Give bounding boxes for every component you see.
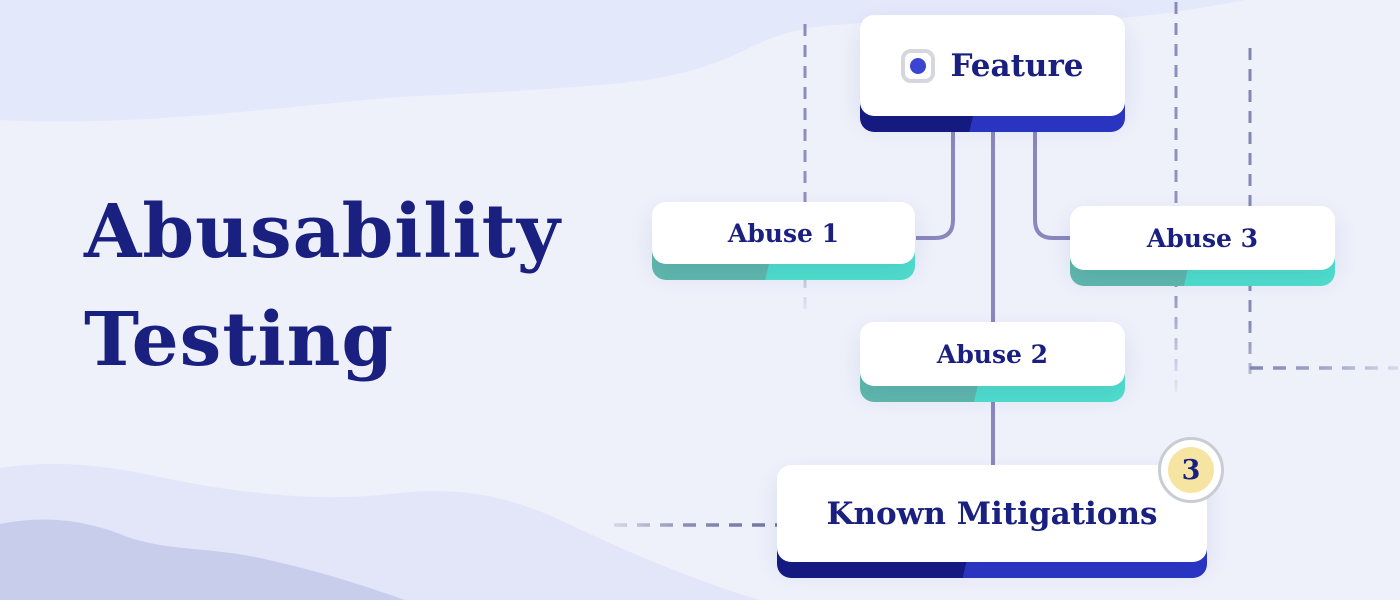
abuse-1-label: Abuse 1: [727, 218, 840, 248]
target-dot-icon: [901, 48, 936, 83]
abuse-3-card-face: Abuse 3: [1070, 206, 1335, 270]
abuse-3-label: Abuse 3: [1146, 223, 1259, 253]
abuse-2-label: Abuse 2: [936, 339, 1049, 369]
page-title-line1: Abusability: [84, 189, 561, 275]
page-title: Abusability Testing: [84, 178, 561, 394]
node-known-mitigations: Known Mitigations: [777, 465, 1207, 578]
background-waves: [0, 0, 1245, 600]
known-mitigations-label: Known Mitigations: [826, 495, 1158, 532]
wave-bottom-dark: [0, 519, 405, 600]
count-badge-value: 3: [1168, 447, 1214, 493]
page-title-line2: Testing: [84, 297, 395, 383]
count-badge: 3: [1158, 437, 1224, 503]
feature-card-face: Feature: [860, 15, 1125, 116]
node-abuse-1: Abuse 1: [652, 202, 915, 280]
node-feature: Feature: [860, 15, 1125, 132]
known-mitigations-card-face: Known Mitigations: [777, 465, 1207, 562]
connector-lines: [916, 125, 1071, 470]
wave-top-left: [0, 0, 1245, 122]
feature-label: Feature: [950, 47, 1084, 84]
abuse-1-card-face: Abuse 1: [652, 202, 915, 264]
node-abuse-2: Abuse 2: [860, 322, 1125, 402]
edge-feature-abuse3: [1033, 125, 1071, 240]
node-abuse-3: Abuse 3: [1070, 206, 1335, 286]
abuse-2-card-face: Abuse 2: [860, 322, 1125, 386]
edge-feature-abuse1: [916, 125, 955, 240]
